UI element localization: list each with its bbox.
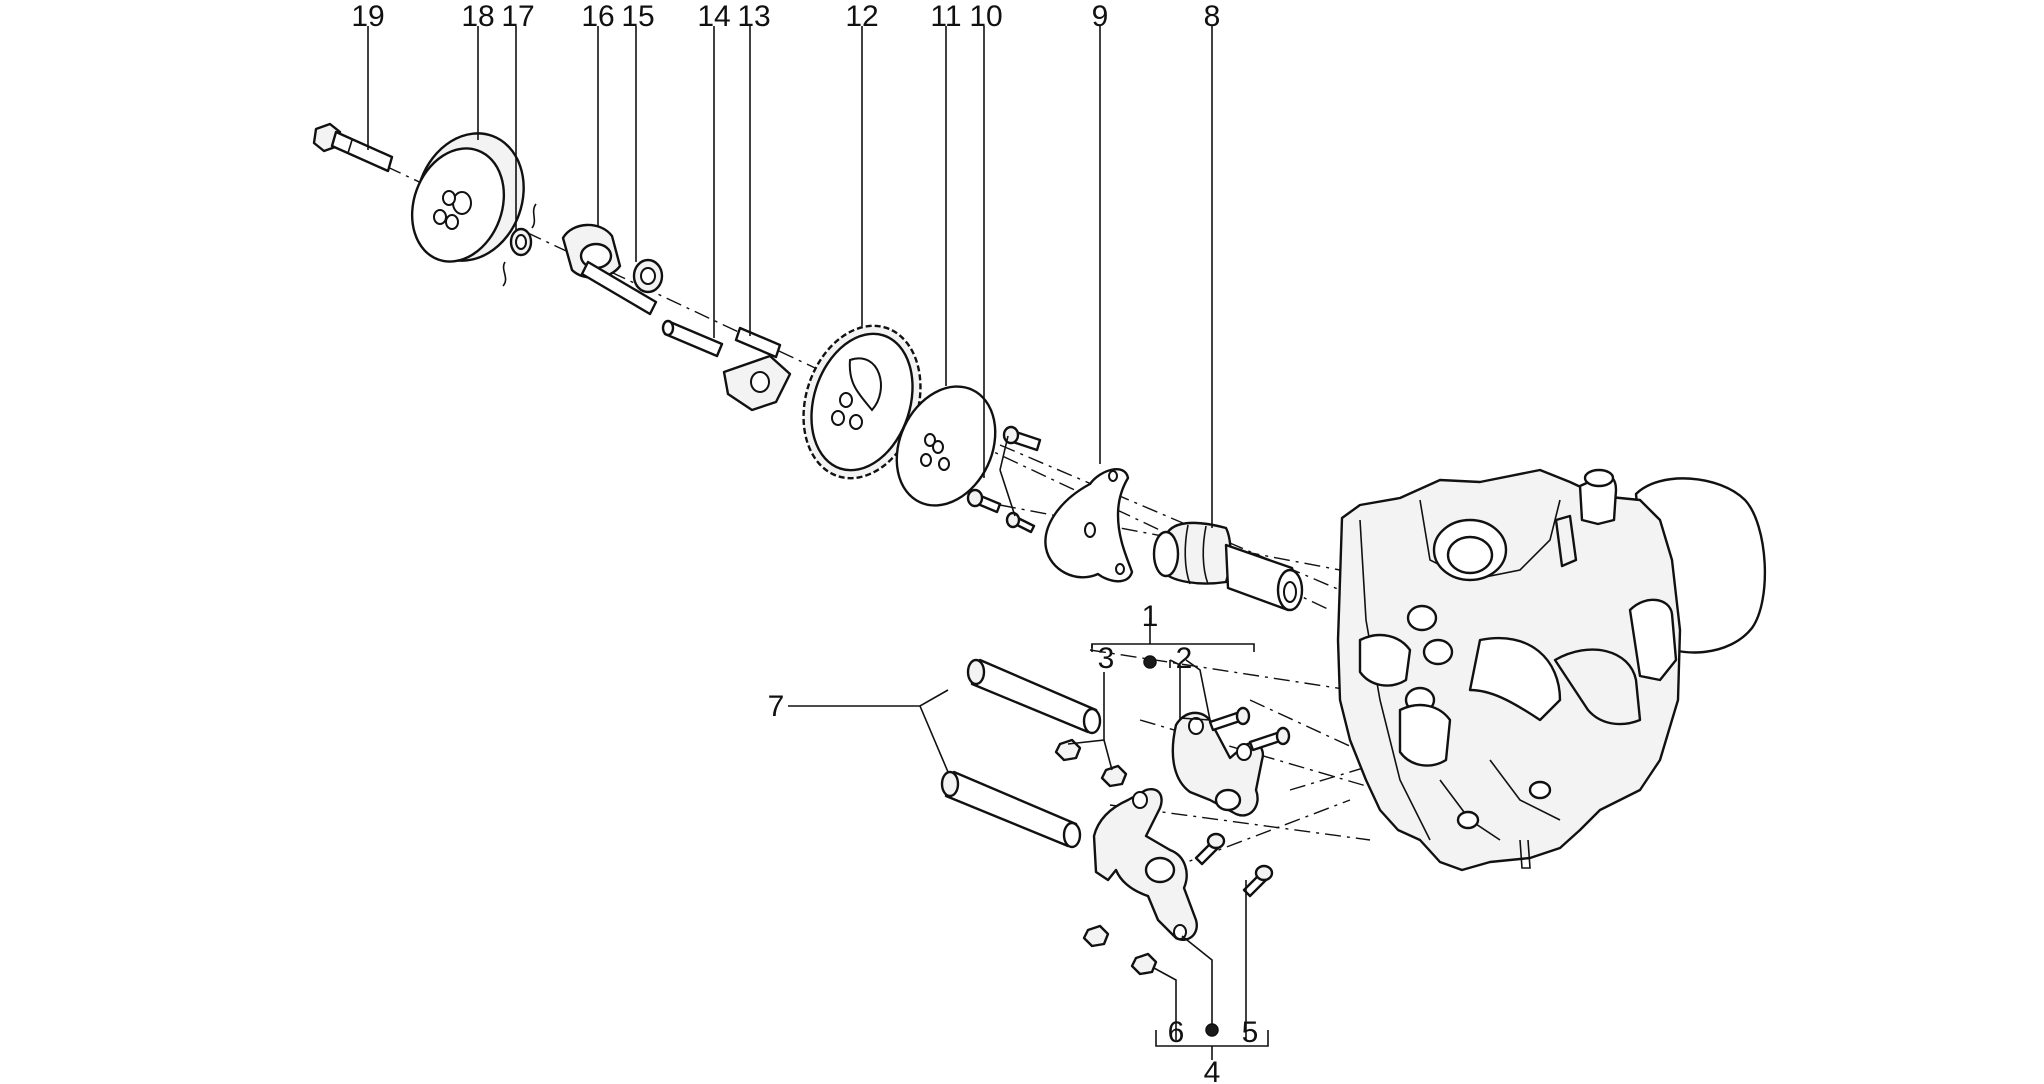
callout-8: 8 <box>1204 0 1221 33</box>
callout-6: 6 <box>1168 1016 1185 1049</box>
callout-2: 2 <box>1176 642 1193 675</box>
callout-15: 15 <box>621 0 654 33</box>
rocker-arm-4 <box>1092 788 1198 941</box>
assembly-dot-4 <box>1205 1023 1219 1037</box>
camshaft-8 <box>1152 521 1304 612</box>
bushing-15 <box>632 258 664 294</box>
callout-14: 14 <box>697 0 730 33</box>
callout-1: 1 <box>1142 600 1159 633</box>
assembly-dot-1 <box>1143 655 1157 669</box>
nuts-3 <box>1054 738 1128 788</box>
cylinder-head <box>1336 468 1767 872</box>
callout-11: 11 <box>930 0 961 33</box>
follower-13 <box>722 326 792 412</box>
callout-19: 19 <box>351 0 384 33</box>
flange-9 <box>1044 467 1134 583</box>
callout-10: 10 <box>969 0 1002 33</box>
sprocket-12 <box>802 324 922 480</box>
plate-11 <box>895 385 997 507</box>
callout-7: 7 <box>768 690 785 723</box>
callout-labels: 19 18 17 16 15 14 13 12 11 10 9 8 7 1 3 … <box>351 0 1258 1084</box>
bolt-19 <box>312 122 394 173</box>
nuts-6 <box>1082 924 1158 976</box>
screws-10 <box>966 425 1042 534</box>
ring-17 <box>502 203 537 287</box>
callout-16: 16 <box>581 0 614 33</box>
pin-14 <box>661 319 724 358</box>
callout-5: 5 <box>1242 1016 1259 1049</box>
pulley-18 <box>410 132 525 263</box>
callout-9: 9 <box>1092 0 1109 33</box>
callout-17: 17 <box>501 0 534 33</box>
callout-3: 3 <box>1098 642 1115 675</box>
rocker-shafts-7 <box>940 658 1102 849</box>
callout-4: 4 <box>1204 1056 1221 1084</box>
callout-13: 13 <box>737 0 770 33</box>
rocker-arm-1 <box>1171 711 1265 817</box>
screws-5 <box>1194 832 1274 898</box>
callout-18: 18 <box>461 0 494 33</box>
leader-lines <box>367 26 1269 1060</box>
hub-16 <box>561 223 658 316</box>
callout-12: 12 <box>845 0 878 33</box>
screws-2 <box>1208 706 1291 752</box>
